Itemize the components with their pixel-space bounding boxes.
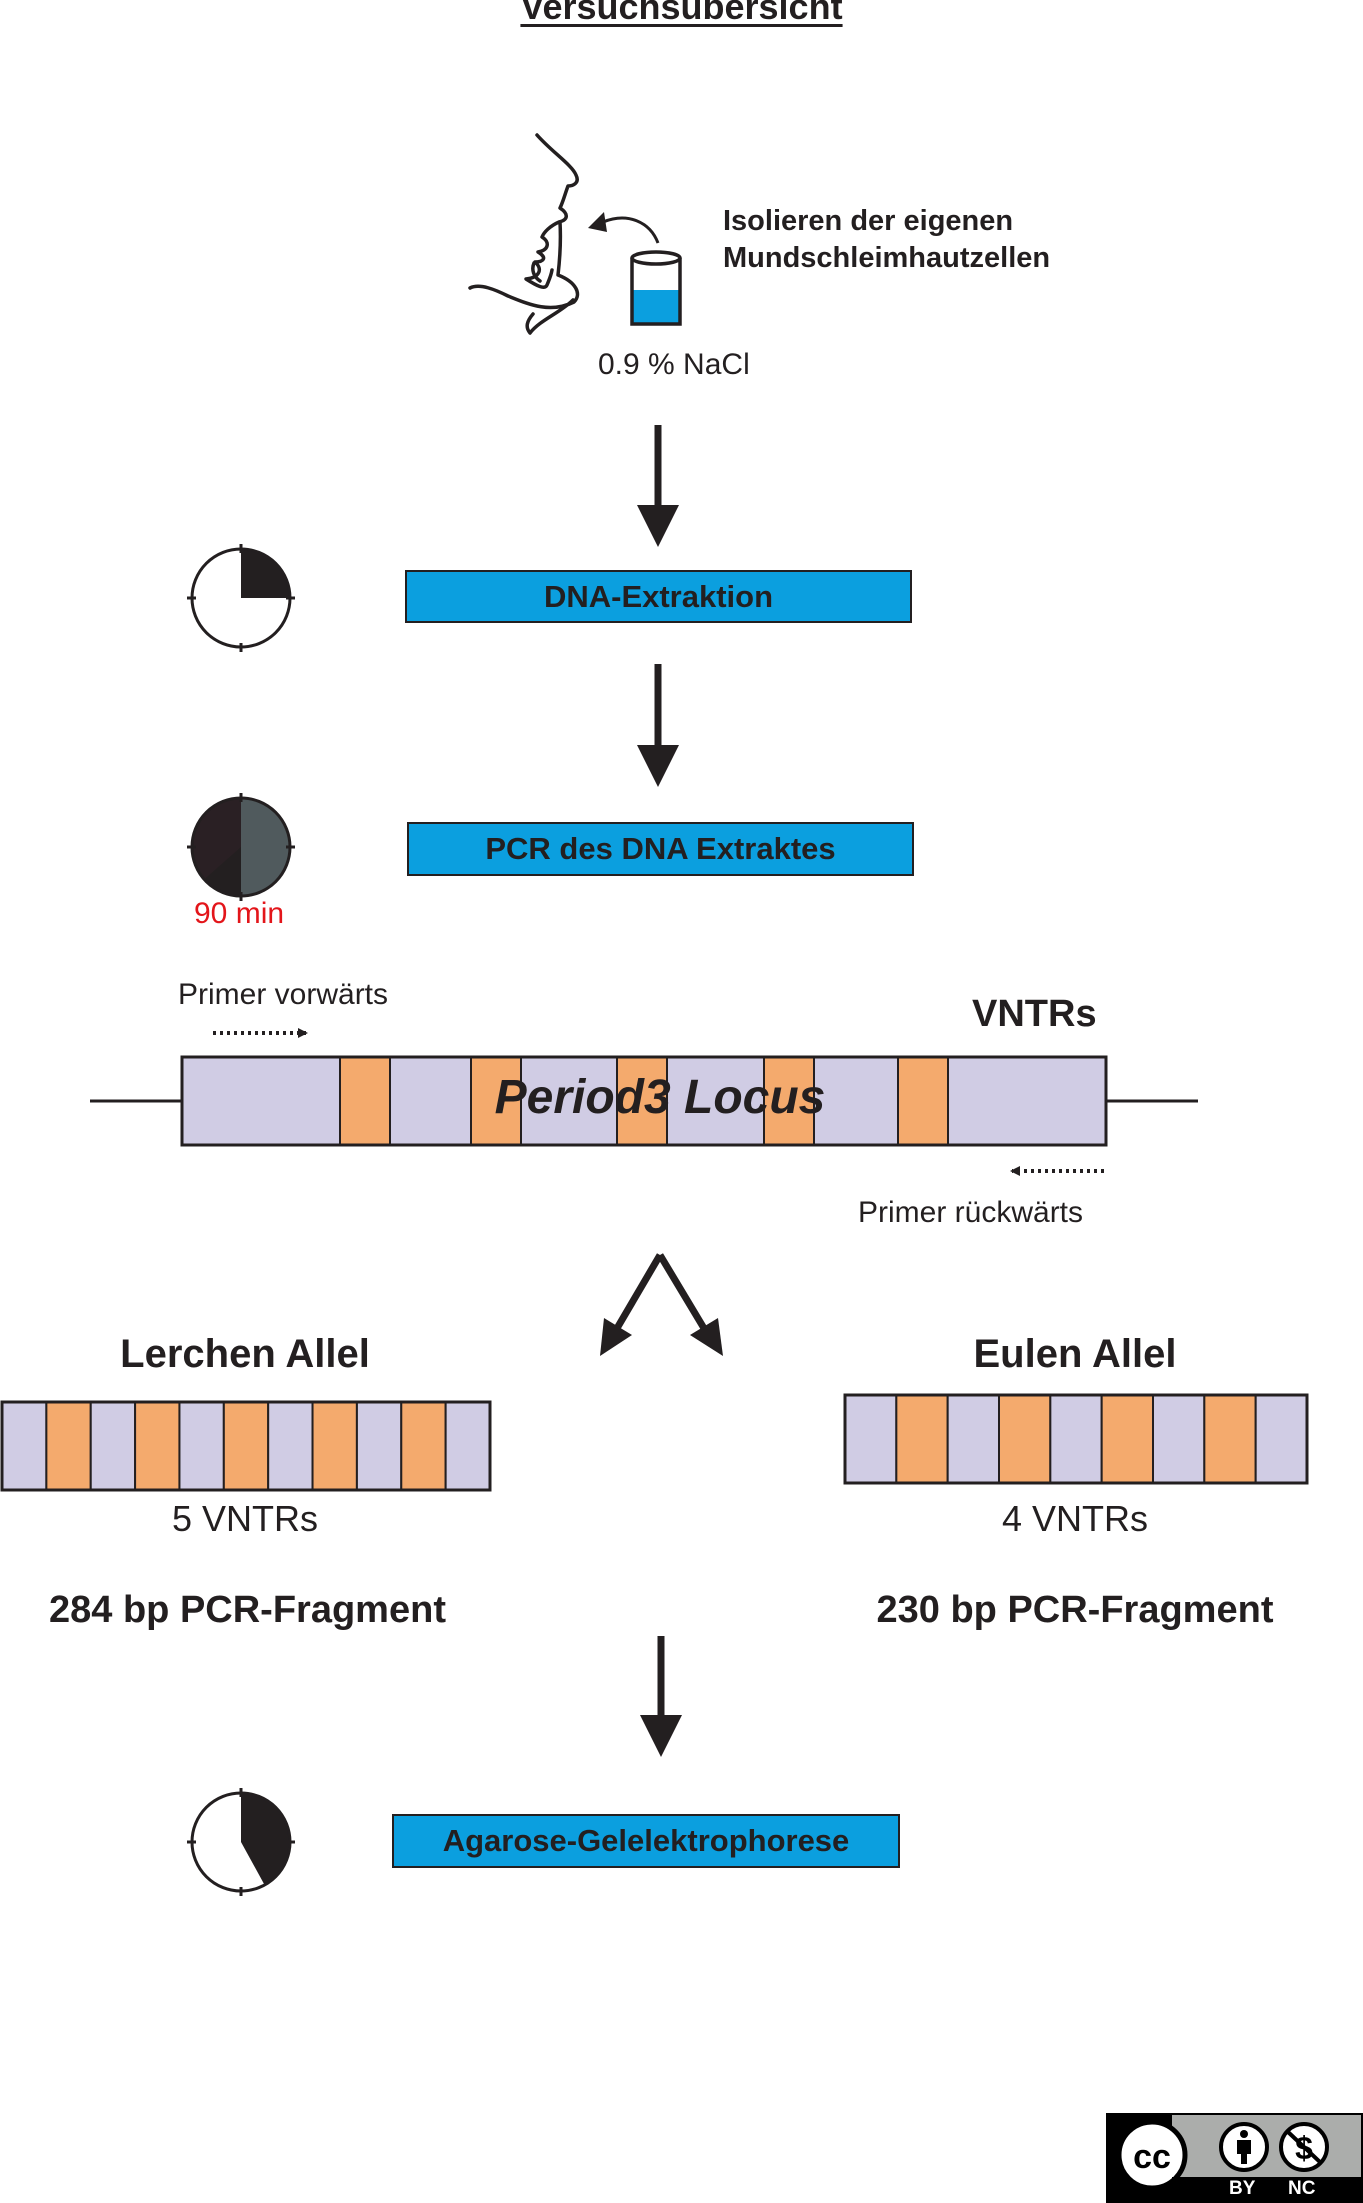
spacer-segment — [267, 1401, 314, 1491]
down-arrow-icon — [640, 1636, 682, 1757]
eulen-fragment-size: 230 bp PCR-Fragment — [876, 1589, 1274, 1631]
eulen-allele-bar — [843, 1393, 1309, 1485]
vntr-repeat — [471, 1057, 521, 1145]
sampling-text: Isolieren der eigenen Mundschleimhautzel… — [723, 205, 1051, 274]
locus-label: Period3 Locus — [494, 1071, 826, 1124]
spacer-segment — [355, 1401, 403, 1491]
step-gel-electrophoresis: Agarose-Gelelektrophorese — [392, 1814, 900, 1868]
vntr-repeat — [400, 1401, 447, 1491]
license-by: BY — [1229, 2178, 1256, 2199]
lerchen-allele-bar — [0, 1400, 492, 1492]
spacer-segment — [1152, 1394, 1206, 1484]
step-dna-extraction: DNA-Extraktion — [405, 570, 912, 623]
license-nc: NC — [1288, 2178, 1316, 2199]
lerchen-allele-title: Lerchen Allel — [120, 1332, 370, 1376]
svg-text:cc: cc — [1133, 2138, 1171, 2176]
vntr-repeat — [1100, 1394, 1154, 1484]
vntr-repeat — [898, 1057, 948, 1145]
down-arrow-icon — [637, 664, 679, 787]
vntr-repeat — [617, 1057, 667, 1145]
vntrs-label: VNTRs — [972, 993, 1097, 1035]
vntr-repeat — [340, 1057, 390, 1145]
primer-reverse-label: Primer rückwärts — [858, 1196, 1084, 1229]
vntr-repeat — [895, 1394, 949, 1484]
pcr-duration: 90 min — [194, 897, 285, 930]
down-arrow-icon — [637, 425, 679, 547]
eulen-vntr-count: 4 VNTRs — [1001, 1498, 1149, 1539]
step-pcr: PCR des DNA Extraktes — [407, 822, 914, 876]
vntr-repeat — [222, 1401, 270, 1491]
noncommercial-icon: $ — [1279, 2122, 1329, 2172]
lerchen-vntr-count: 5 VNTRs — [171, 1498, 319, 1539]
cc-license-badge: cc $ BY NC — [1106, 2113, 1363, 2203]
eulen-allele-title: Eulen Allel — [973, 1332, 1177, 1376]
spacer-segment — [946, 1394, 1001, 1484]
timer-icon — [187, 1788, 295, 1896]
spacer-segment — [1, 1401, 48, 1491]
timer-icon — [187, 544, 295, 652]
attribution-icon — [1219, 2122, 1269, 2172]
vntr-repeat — [45, 1401, 92, 1491]
page-title: Versuchsübersicht — [520, 0, 843, 27]
spacer-segment — [844, 1394, 898, 1484]
face-profile-icon — [468, 133, 580, 335]
vntr-repeat — [998, 1394, 1052, 1484]
curved-arrow-icon — [602, 216, 660, 244]
spacer-segment — [444, 1401, 491, 1491]
lerchen-fragment-size: 284 bp PCR-Fragment — [49, 1589, 446, 1631]
split-arrow-icon — [600, 1253, 723, 1356]
nacl-label: 0.9 % NaCl — [598, 348, 750, 381]
timer-icon — [187, 793, 295, 901]
vntr-repeat — [764, 1057, 814, 1145]
vntr-repeat — [1203, 1394, 1257, 1484]
vntr-repeat — [134, 1401, 181, 1491]
vntr-repeat — [311, 1401, 358, 1491]
spacer-segment — [1049, 1394, 1103, 1484]
spacer-segment — [1254, 1394, 1308, 1484]
primer-forward-label: Primer vorwärts — [178, 978, 389, 1011]
spacer-segment — [89, 1401, 137, 1491]
nacl-tube-icon — [630, 250, 682, 326]
spacer-segment — [178, 1401, 225, 1491]
period3-locus — [90, 1055, 1198, 1147]
